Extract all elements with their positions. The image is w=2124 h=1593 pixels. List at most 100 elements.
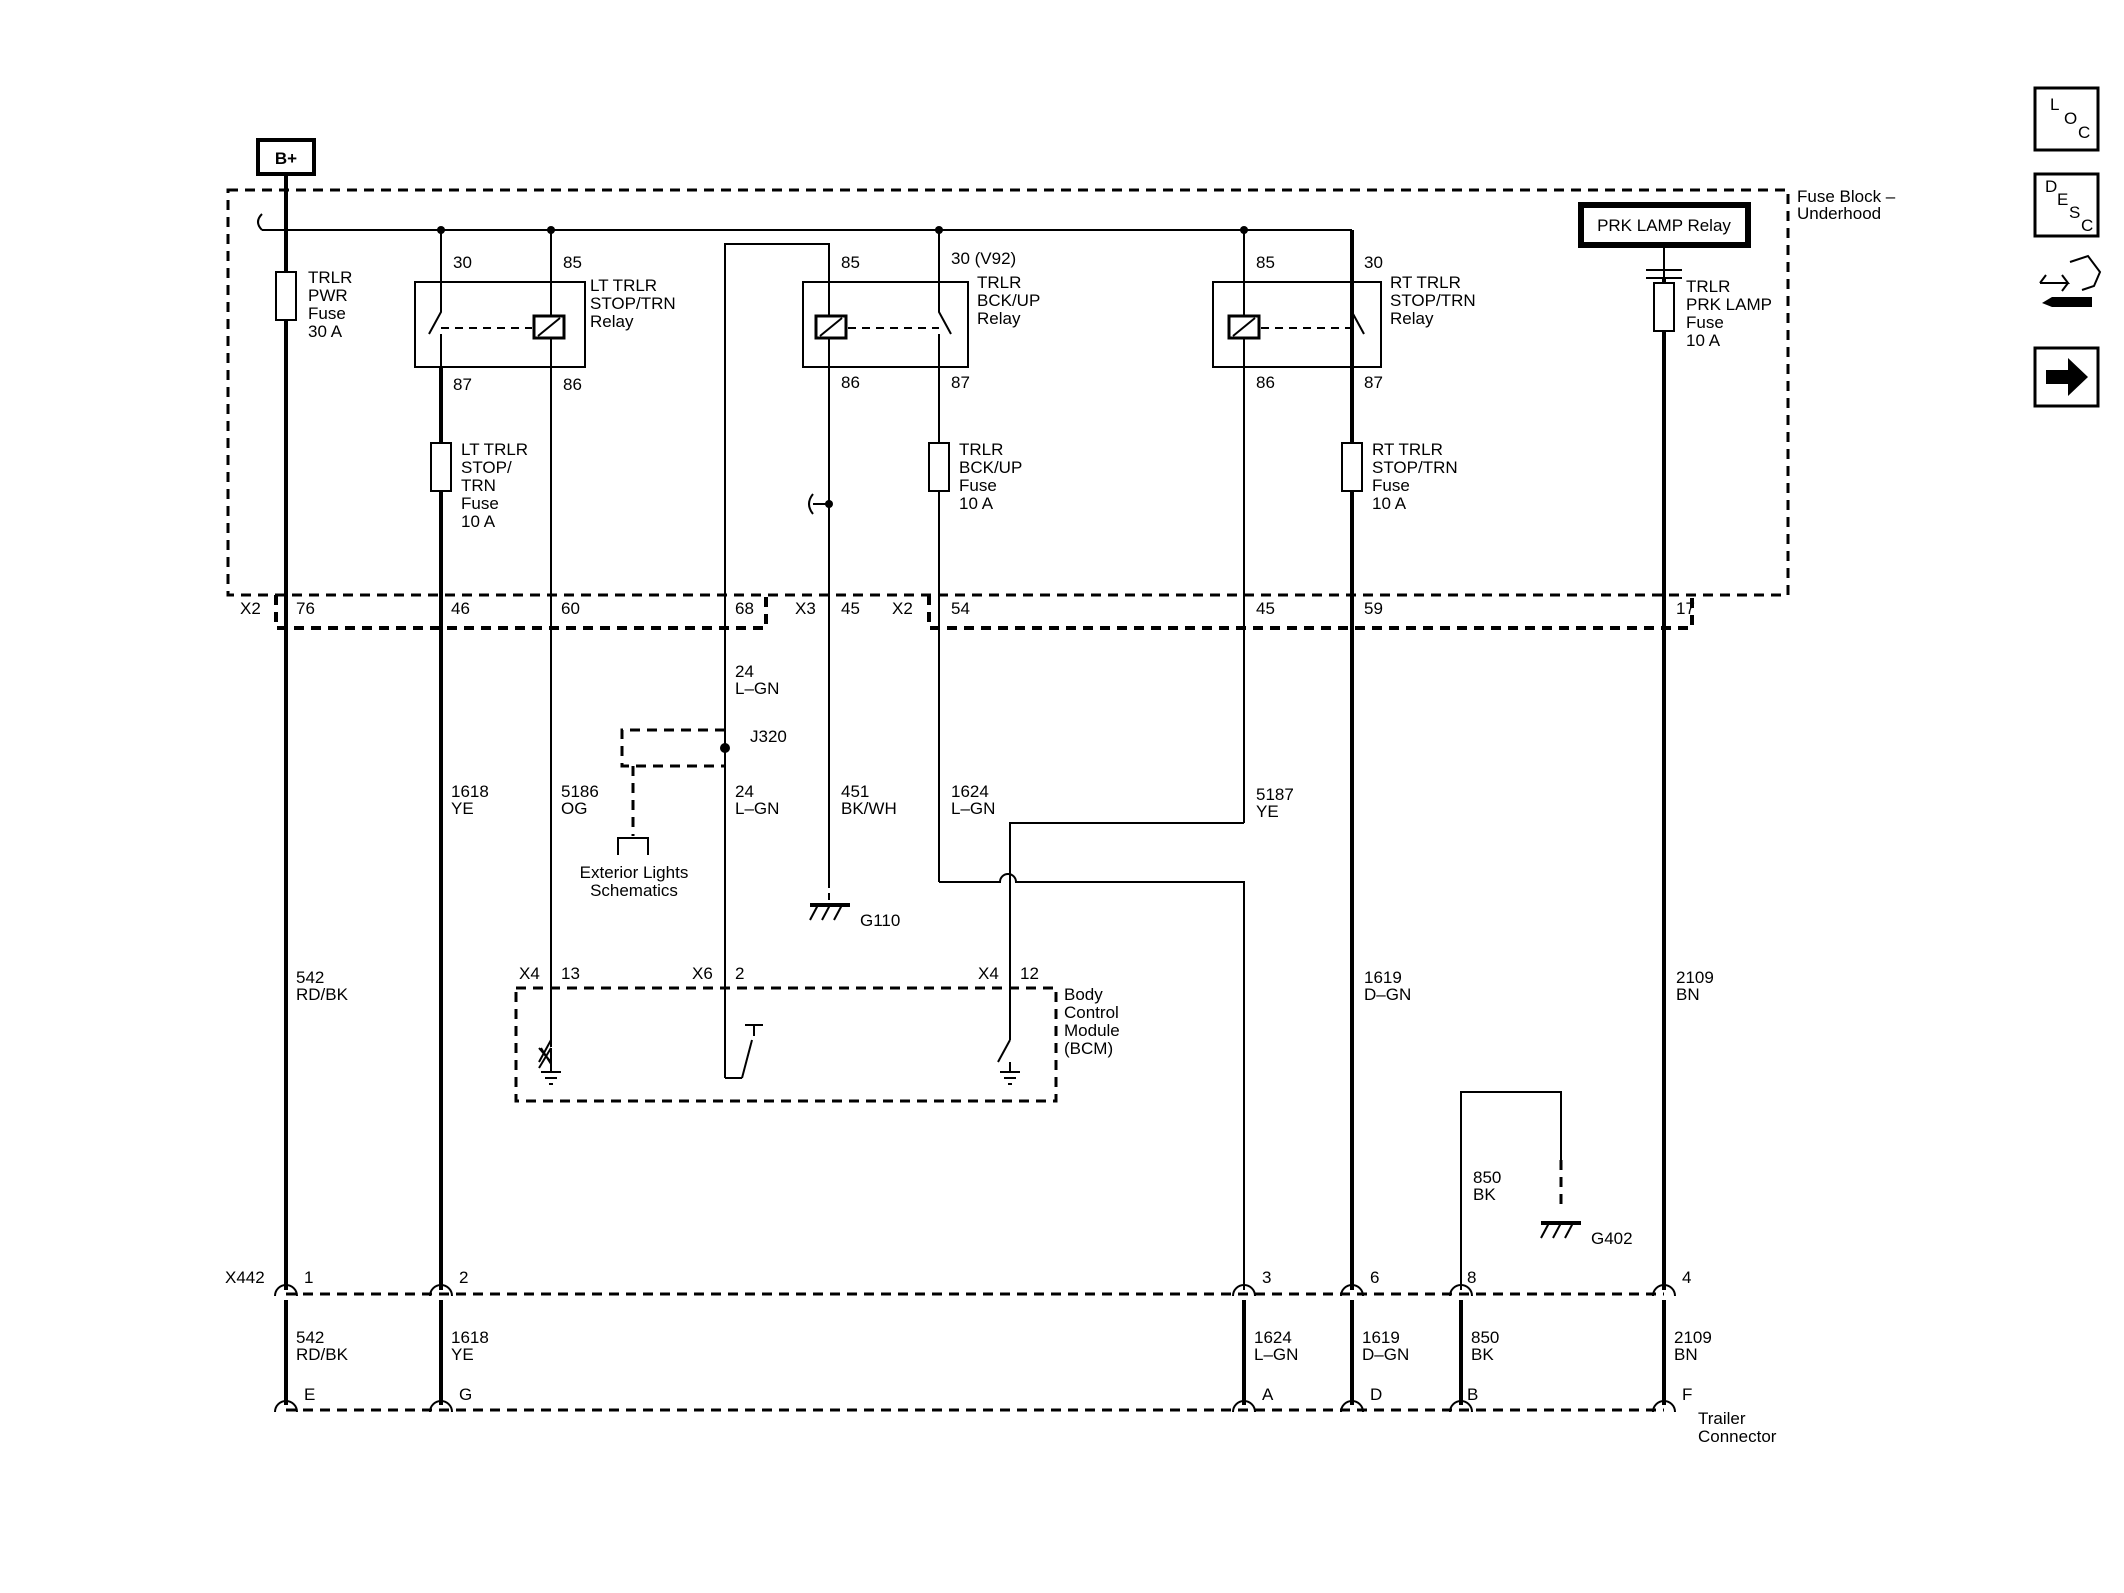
svg-text:Body: Body — [1064, 985, 1103, 1004]
svg-text:Connector: Connector — [1698, 1427, 1777, 1446]
prk-lamp-relay-label: PRK LAMP Relay — [1597, 216, 1731, 235]
svg-text:10 A: 10 A — [461, 512, 496, 531]
ground-g402-label: G402 — [1591, 1229, 1633, 1248]
ref-exterior-lights[interactable]: Exterior Lights — [580, 863, 689, 882]
svg-text:87: 87 — [453, 375, 472, 394]
svg-text:LT TRLR: LT TRLR — [461, 440, 528, 459]
svg-text:STOP/TRN: STOP/TRN — [1390, 291, 1476, 310]
svg-text:YE: YE — [451, 1345, 474, 1364]
svg-text:X6: X6 — [692, 964, 713, 983]
svg-text:D: D — [1370, 1385, 1382, 1404]
svg-text:TRN: TRN — [461, 476, 496, 495]
svg-text:8: 8 — [1467, 1268, 1476, 1287]
fuse-prk-lamp — [1653, 282, 1675, 332]
x442-cavity-5 — [1652, 1284, 1676, 1297]
trailer-cavity-2 — [1232, 1400, 1256, 1413]
svg-text:85: 85 — [1256, 253, 1275, 272]
svg-text:L–GN: L–GN — [1254, 1345, 1298, 1364]
svg-text:L–GN: L–GN — [951, 799, 995, 818]
fuse-rt-stop-trn — [1341, 442, 1363, 492]
loc-button[interactable]: L O C — [2033, 86, 2100, 152]
svg-text:1624: 1624 — [1254, 1328, 1292, 1347]
connector-x2-left — [274, 595, 768, 630]
svg-text:STOP/: STOP/ — [461, 458, 512, 477]
svg-text:BN: BN — [1674, 1345, 1698, 1364]
svg-text:STOP/TRN: STOP/TRN — [1372, 458, 1458, 477]
fuse-lt-stop-trn — [430, 442, 452, 492]
svg-text:850: 850 — [1471, 1328, 1499, 1347]
svg-text:Relay: Relay — [590, 312, 634, 331]
svg-text:TRLR: TRLR — [959, 440, 1003, 459]
svg-text:X4: X4 — [978, 964, 999, 983]
svg-text:13: 13 — [561, 964, 580, 983]
svg-text:Trailer: Trailer — [1698, 1409, 1746, 1428]
svg-text:RD/BK: RD/BK — [296, 1345, 349, 1364]
svg-text:X3: X3 — [795, 599, 816, 618]
fuse-bckup — [928, 442, 950, 492]
svg-text:1618: 1618 — [451, 782, 489, 801]
svg-text:85: 85 — [563, 253, 582, 272]
svg-text:542: 542 — [296, 1328, 324, 1347]
svg-text:PRK LAMP: PRK LAMP — [1686, 295, 1772, 314]
svg-text:45: 45 — [841, 599, 860, 618]
b-plus-label: B+ — [275, 149, 297, 168]
desc-button[interactable]: D E S C — [2033, 172, 2100, 238]
trailer-cavity-4 — [1449, 1400, 1473, 1413]
svg-text:G: G — [459, 1385, 472, 1404]
svg-text:12: 12 — [1020, 964, 1039, 983]
svg-text:10 A: 10 A — [1372, 494, 1407, 513]
svg-text:86: 86 — [1256, 373, 1275, 392]
svg-text:Fuse: Fuse — [1372, 476, 1410, 495]
x442-cavity-1 — [429, 1284, 453, 1297]
ref-schematics[interactable]: Schematics — [590, 881, 678, 900]
svg-text:BCK/UP: BCK/UP — [959, 458, 1022, 477]
svg-text:17: 17 — [1676, 599, 1695, 618]
svg-text:1: 1 — [304, 1268, 313, 1287]
svg-text:PWR: PWR — [308, 286, 348, 305]
ground-g110-label: G110 — [860, 911, 900, 930]
svg-text:60: 60 — [561, 599, 580, 618]
bcm-switch-2 — [741, 1039, 753, 1079]
svg-text:87: 87 — [951, 373, 970, 392]
svg-text:2: 2 — [735, 964, 744, 983]
svg-text:24: 24 — [735, 662, 754, 681]
svg-text:451: 451 — [841, 782, 869, 801]
svg-text:BCK/UP: BCK/UP — [977, 291, 1040, 310]
trailer-cavity-1 — [429, 1400, 453, 1413]
svg-text:STOP/TRN: STOP/TRN — [590, 294, 676, 313]
svg-text:Control: Control — [1064, 1003, 1119, 1022]
svg-text:L–GN: L–GN — [735, 799, 779, 818]
svg-text:4: 4 — [1682, 1268, 1691, 1287]
wire-24 — [724, 243, 830, 1078]
svg-text:X4: X4 — [519, 964, 540, 983]
svg-text:TRLR: TRLR — [1686, 277, 1730, 296]
svg-text:54: 54 — [951, 599, 970, 618]
svg-text:1618: 1618 — [451, 1328, 489, 1347]
fuse-trlr-pwr — [275, 271, 297, 321]
svg-text:TRLR: TRLR — [977, 273, 1021, 292]
bcm-switch-12 — [997, 1039, 1011, 1063]
fuse-block-title-2: Underhood — [1797, 204, 1881, 223]
x442-cavity-0 — [274, 1284, 298, 1297]
svg-text:YE: YE — [451, 799, 474, 818]
svg-text:Module: Module — [1064, 1021, 1120, 1040]
svg-text:RT TRLR: RT TRLR — [1372, 440, 1443, 459]
svg-text:1624: 1624 — [951, 782, 989, 801]
svg-text:3: 3 — [1262, 1268, 1271, 1287]
trailer-cavity-3 — [1340, 1400, 1364, 1413]
relay-rt-stop-trn — [1212, 281, 1382, 368]
next-arrow-button[interactable] — [2033, 346, 2100, 408]
svg-text:X2: X2 — [240, 599, 261, 618]
svg-text:542: 542 — [296, 968, 324, 987]
svg-text:C: C — [2081, 216, 2093, 235]
svg-text:S: S — [2069, 203, 2080, 222]
x442-cavity-2 — [1232, 1284, 1256, 1297]
svg-text:D–GN: D–GN — [1362, 1345, 1409, 1364]
x442-cavity-4 — [1449, 1284, 1473, 1297]
svg-text:76: 76 — [296, 599, 315, 618]
connector-tool-icon[interactable] — [2039, 254, 2102, 307]
svg-text:YE: YE — [1256, 802, 1279, 821]
svg-text:2109: 2109 — [1676, 968, 1714, 987]
svg-text:5187: 5187 — [1256, 785, 1294, 804]
trailer-cavity-5 — [1652, 1400, 1676, 1413]
